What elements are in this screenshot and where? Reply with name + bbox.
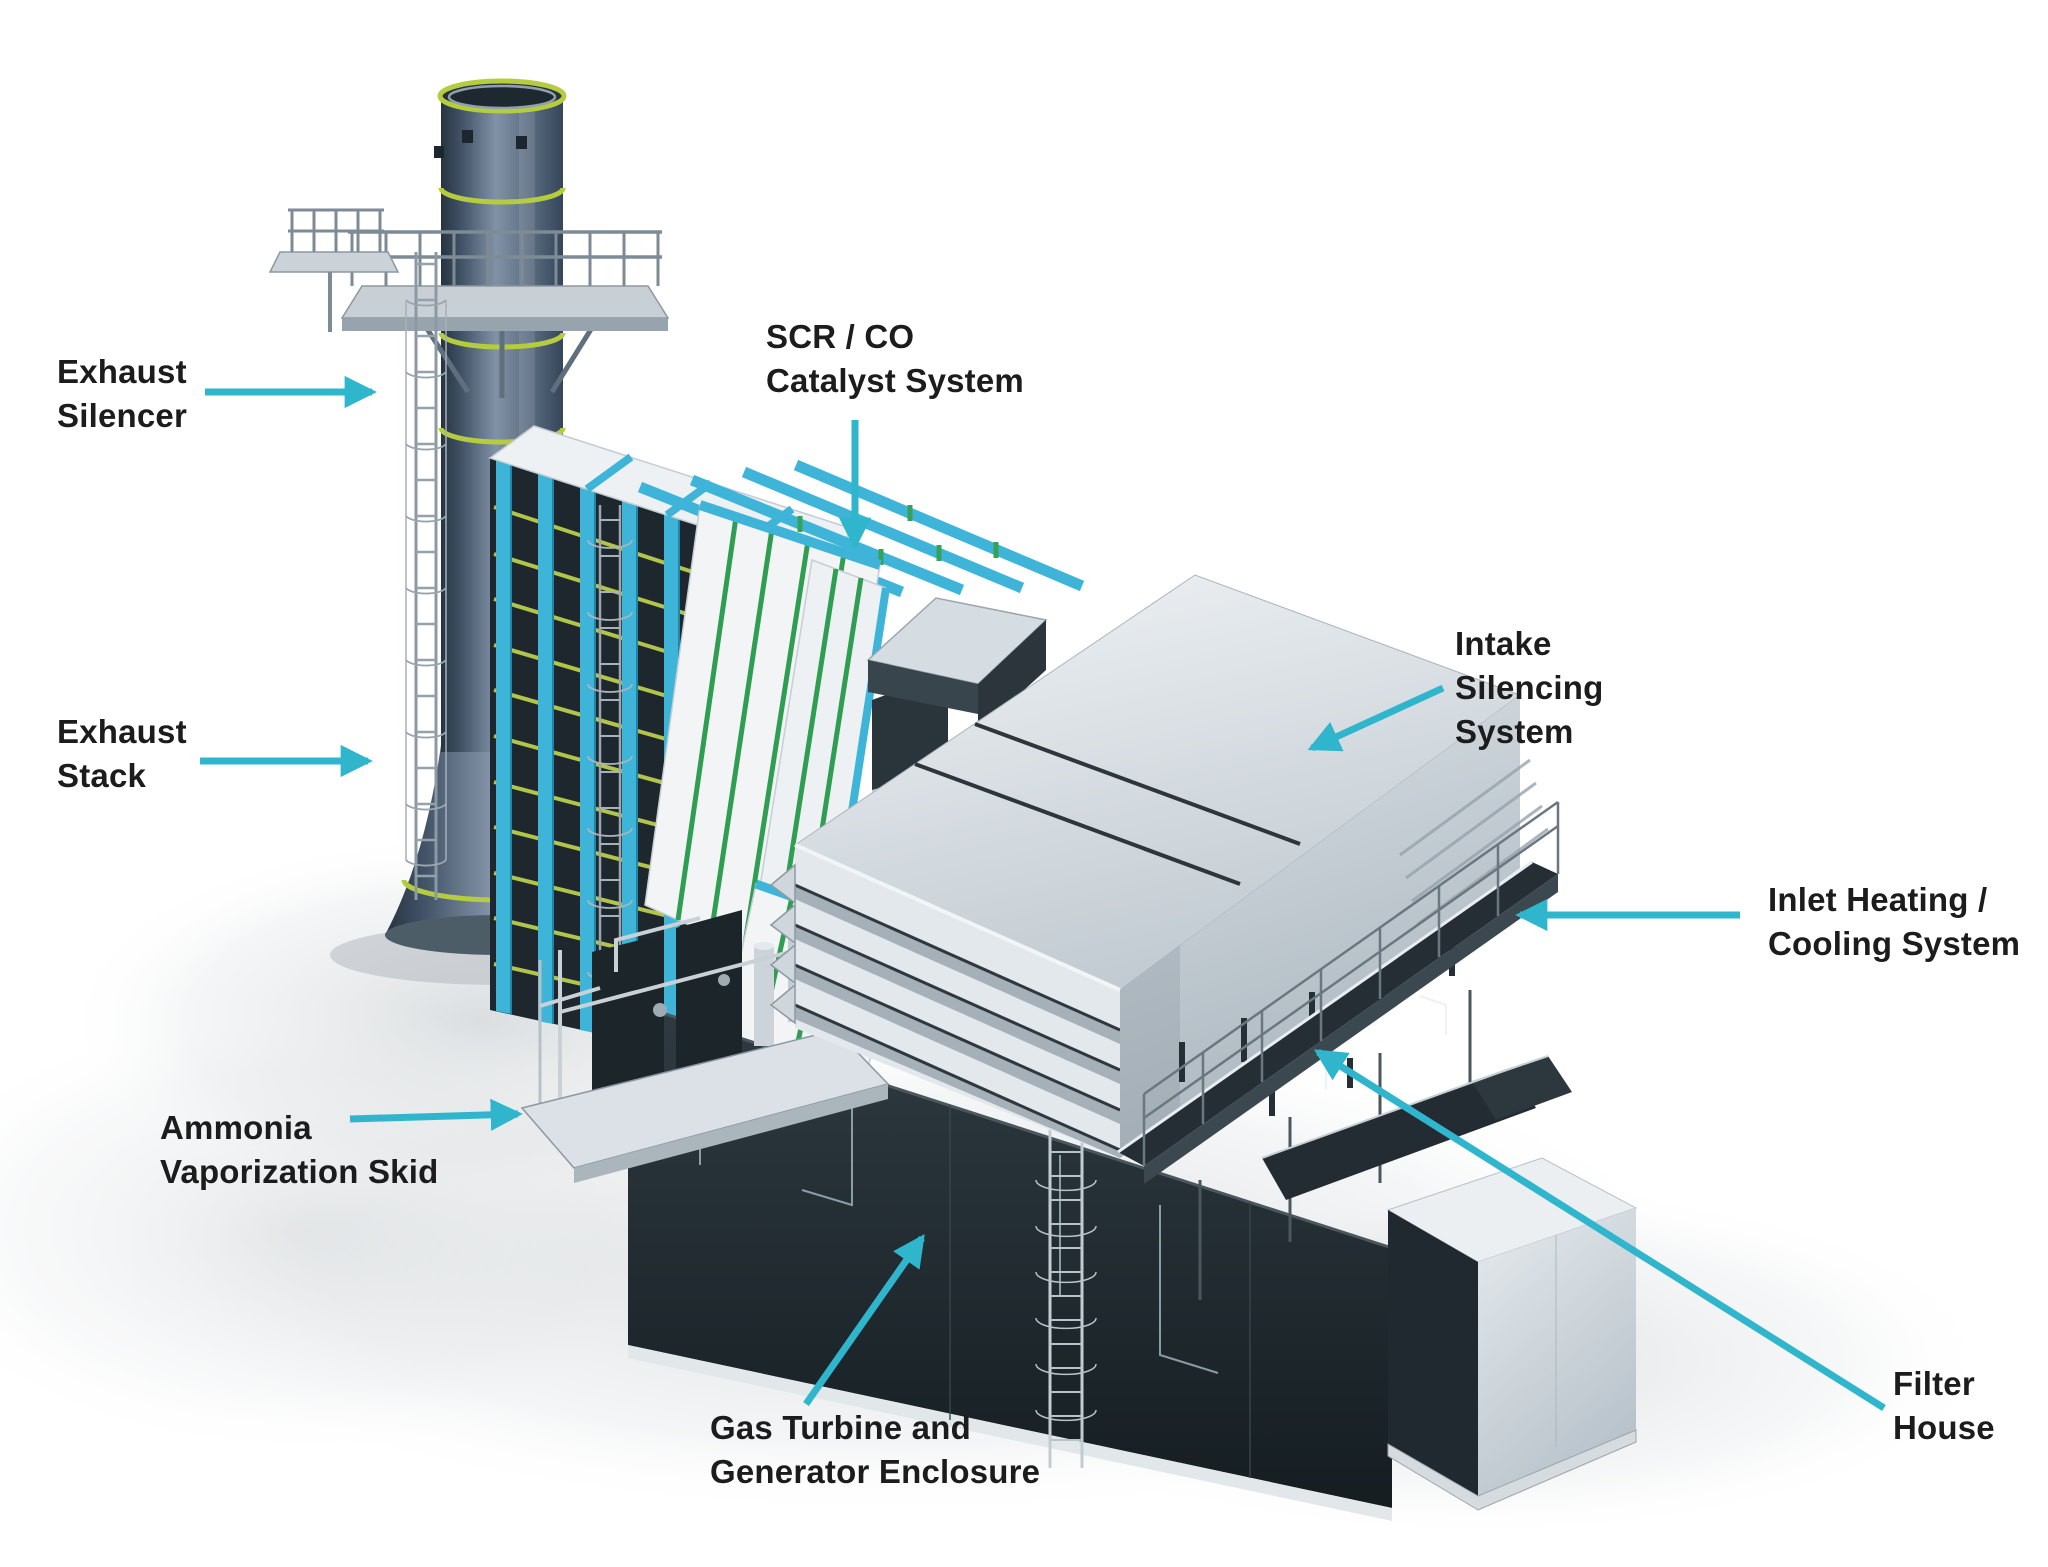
label-line: Stack [57,757,147,794]
intake-silencing-graphic [769,574,1522,1158]
ammonia-skid-graphic [520,910,890,1183]
label-inlet-heating: Inlet Heating / Cooling System [1768,878,2020,966]
label-line: Catalyst System [766,362,1024,399]
label-line: Gas Turbine and [710,1409,971,1446]
label-exhaust-stack: Exhaust Stack [57,710,187,798]
walkway-graphic [1117,800,1560,1300]
filter-house-arrow [1313,1049,1886,1411]
label-line: System [1455,713,1574,750]
label-line: Vaporization Skid [160,1153,439,1190]
inlet-duct-graphic [1261,1055,1572,1200]
label-line: Inlet Heating / [1768,881,1988,918]
label-ammonia-skid: Ammonia Vaporization Skid [160,1106,438,1194]
label-line: Ammonia [160,1109,312,1146]
label-line: SCR / CO [766,318,915,355]
label-line: Silencing [1455,669,1604,706]
label-line: Exhaust [57,713,187,750]
annotation-arrows [200,375,1886,1411]
label-scr-catalyst: SCR / CO Catalyst System [766,315,1024,403]
label-line: Cooling System [1768,925,2021,962]
label-line: House [1893,1409,1995,1446]
ammonia-skid-arrow [349,1098,523,1131]
label-line: Generator Enclosure [710,1453,1041,1490]
label-line: Silencer [57,397,188,434]
label-filter-house: Filter House [1893,1362,1995,1450]
label-intake-silencing: Intake Silencing System [1455,622,1604,754]
label-line: Filter [1893,1365,1975,1402]
label-line: Intake [1455,625,1552,662]
stack-ladder-graphic [405,252,447,900]
gas-turbine-arrow [803,1234,925,1407]
label-line: Exhaust [57,353,187,390]
intake-silencing-arrow [1307,684,1445,752]
stack-platform-graphic [268,208,670,398]
label-exhaust-silencer: Exhaust Silencer [57,350,187,438]
label-gas-turbine: Gas Turbine and Generator Enclosure [710,1406,1040,1494]
generator-end-graphic [1386,1157,1638,1511]
